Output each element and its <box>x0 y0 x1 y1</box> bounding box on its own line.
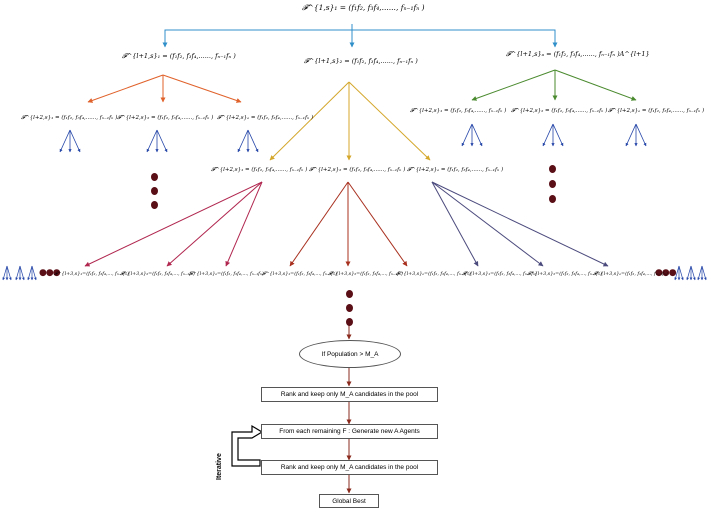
edge-l1-left-c <box>162 74 242 103</box>
rank-step-1: Rank and keep only M_A candidates in the… <box>261 387 438 402</box>
l3-node-3: 𝓕^{l+3,s}ₐ=(f₁f₂, f₃f₄,..., fₙ₋₁fₙ) <box>189 272 264 277</box>
l3-node-8: 𝓕^{l+3,s}₂=(f₁f₂, f₃f₄,..., fₙ₋₁fₙ) <box>527 272 602 277</box>
l1-node-mid: 𝓕^{l+1,s}₂ = (f₁f₂, f₃f₄,......, fₙ₋₁fₙ … <box>304 57 418 65</box>
fan-left-2 <box>146 129 168 153</box>
rank-step-2: Rank and keep only M_A candidates in the… <box>261 460 438 475</box>
edge-l1-right-c <box>554 69 637 101</box>
l3-node-7: 𝓕^{l+3,s}₁=(f₁f₂, f₃f₄,..., fₙ₋₁fₙ) <box>462 272 537 277</box>
l2-right-node-2: 𝓕^{l+2,s}₂ = (f₁f₂, f₃f₄,......, fₙ₋₁fₙ … <box>511 108 608 114</box>
ellipsis-dot <box>151 187 158 195</box>
edge-l2-c-3 <box>431 181 609 267</box>
ellipsis-dot <box>346 318 353 326</box>
edge-l2-b-3 <box>347 181 408 267</box>
global-best-box: Global Best <box>319 494 379 508</box>
l3-node-6: 𝓕^{l+3,s}ₐ=(f₁f₂, f₃f₄,..., fₙ₋₁fₙ) <box>396 272 471 277</box>
l3-node-9: 𝓕^{l+3,s}ₐ=(f₁f₂, f₃f₄,..., fₙ₋₁fₙ) <box>593 272 668 277</box>
l1-node-left: 𝓕^{l+1,s}₁ = (f₁f₂, f₃f₄,......, fₙ₋₁fₙ … <box>122 52 236 60</box>
l3-node-4: 𝓕^{l+3,s}₁=(f₁f₂, f₃f₄,..., fₙ₋₁fₙ) <box>262 272 337 277</box>
ellipsis-dot <box>346 290 353 298</box>
edge-l1-mid-a <box>269 81 350 161</box>
edge-l1-right-a <box>471 69 556 101</box>
ellipsis-dot <box>549 180 556 188</box>
fan-left-1 <box>59 129 81 153</box>
inline-ellipsis-right: ●●● <box>655 268 677 278</box>
edge-root-l1-right <box>352 29 558 48</box>
l2-right-node-3: 𝓕^{l+2,s}ₐ = (f₁f₂, f₃f₄,......, fₙ₋₁fₙ … <box>608 108 705 114</box>
ellipsis-dot <box>151 201 158 209</box>
edge-root-l1-left <box>162 24 353 48</box>
l3-node-2: 𝓕^{l+3,s}₂=(f₁f₂, f₃f₄,..., fₙ₋₁fₙ) <box>120 272 195 277</box>
condition-ellipse: If Population > M_A <box>299 340 401 368</box>
inline-ellipsis-left: ●●● <box>39 268 61 278</box>
l2-left-node-2: 𝓕^{l+2,s}₂ = (f₁f₂, f₃f₄,......, fₙ₋₁fₙ … <box>117 115 214 121</box>
edge-l1-left-a <box>87 74 164 103</box>
edge-l2-c-1 <box>431 181 479 267</box>
iterative-loop-arrow <box>231 424 264 467</box>
edge-l1-mid-c <box>348 81 431 161</box>
fan-right-3 <box>625 123 647 147</box>
l2-right-node-1: 𝓕^{l+2,s}₁ = (f₁f₂, f₃f₄,......, fₙ₋₁fₙ … <box>410 108 507 114</box>
fan-right-2 <box>542 123 564 147</box>
fan-l3-right <box>674 265 707 281</box>
generate-agents-step: From each remaining F : Generate new A A… <box>261 424 438 439</box>
l3-node-5: 𝓕^{l+3,s}₂=(f₁f₂, f₃f₄,..., fₙ₋₁fₙ) <box>328 272 403 277</box>
iterative-label: Iterative <box>216 453 223 480</box>
ellipsis-dot <box>549 165 556 173</box>
l2-left-node-1: 𝓕^{l+2,s}₁ = (f₁f₂, f₃f₄,......, fₙ₋₁fₙ … <box>21 115 118 121</box>
ellipsis-dot <box>151 173 158 181</box>
l2-mid-node-1: 𝓕^{l+2,s}₁ = (f₁f₂, f₃f₄,......, fₙ₋₁fₙ … <box>211 167 308 173</box>
l3-node-1: 𝓕^{l+3,s}₁=(f₁f₂, f₃f₄,..., fₙ₋₁fₙ) <box>54 272 129 277</box>
fan-left-3 <box>237 129 259 153</box>
edge-l2-a-3 <box>225 181 263 267</box>
edge-l2-b-1 <box>289 181 349 267</box>
l1-node-right: 𝓕^{l+1,s}ₐ = (f₁f₂, f₃f₄,......, fₙ₋₁fₙ … <box>506 50 650 58</box>
l2-left-node-3: 𝓕^{l+2,s}ₐ = (f₁f₂, f₃f₄,......, fₙ₋₁fₙ … <box>217 115 314 121</box>
l2-mid-node-3: 𝓕^{l+2,s}ₐ = (f₁f₂, f₃f₄,......, fₙ₋₁fₙ … <box>407 167 504 173</box>
fan-right-1 <box>461 123 483 147</box>
edge-l2-c-2 <box>431 181 544 267</box>
edge-l2-a-2 <box>166 181 263 267</box>
root-node-label: 𝓕^{1,s}₁ = (f₁f₂, f₃f₄,......, fₙ₋₁fₙ ) <box>302 3 425 12</box>
ellipsis-dot <box>549 195 556 203</box>
l2-mid-node-2: 𝓕^{l+2,s}₂ = (f₁f₂, f₃f₄,......, fₙ₋₁fₙ … <box>309 167 406 173</box>
edge-l2-a-1 <box>84 181 263 267</box>
fan-l3-left <box>2 265 37 281</box>
ellipsis-dot <box>346 304 353 312</box>
